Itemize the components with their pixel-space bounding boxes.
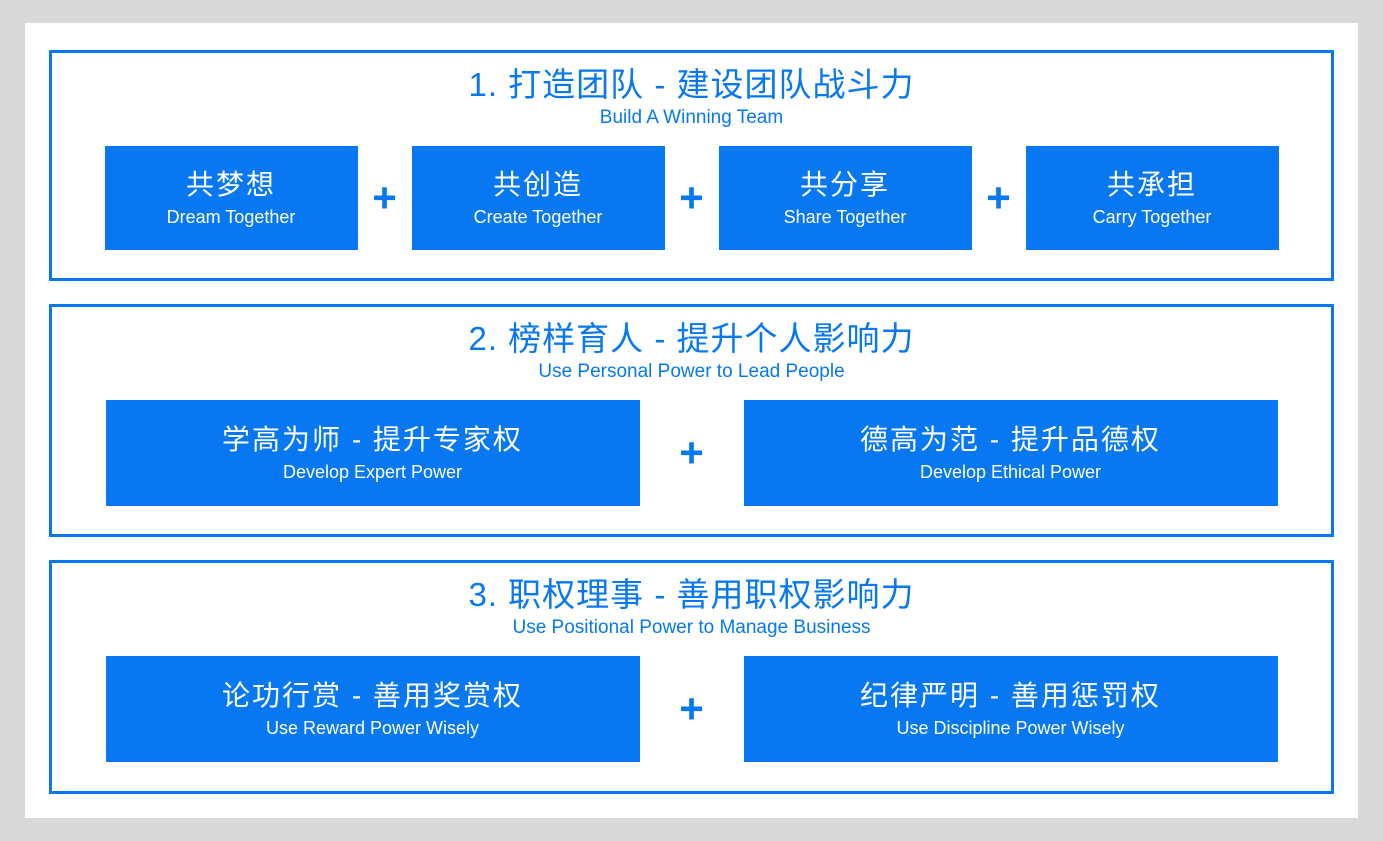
item-box-discipline-power: 纪律严明 - 善用惩罚权 Use Discipline Power Wisely bbox=[743, 655, 1278, 762]
plus-sign: + bbox=[679, 684, 704, 732]
plus-sign: + bbox=[679, 173, 704, 221]
box-title-zh: 共分享 bbox=[799, 169, 890, 201]
box-row: 学高为师 - 提升专家权 Develop Expert Power + 德高为范… bbox=[105, 399, 1278, 506]
plus-sign: + bbox=[986, 173, 1011, 221]
box-title-zh: 德高为范 - 提升品德权 bbox=[860, 424, 1161, 456]
item-box-share-together: 共分享 Share Together bbox=[718, 145, 972, 250]
box-title-zh: 共梦想 bbox=[185, 169, 276, 201]
box-row: 论功行赏 - 善用奖赏权 Use Reward Power Wisely + 纪… bbox=[105, 655, 1278, 762]
box-title-zh: 纪律严明 - 善用惩罚权 bbox=[860, 680, 1161, 712]
box-subtitle-en: Develop Expert Power bbox=[282, 461, 463, 482]
section-subtitle: Use Positional Power to Manage Business bbox=[512, 616, 871, 638]
item-box-ethical-power: 德高为范 - 提升品德权 Develop Ethical Power bbox=[743, 399, 1278, 506]
box-title-zh: 共承担 bbox=[1106, 169, 1197, 201]
item-box-reward-power: 论功行赏 - 善用奖赏权 Use Reward Power Wisely bbox=[105, 655, 640, 762]
box-subtitle-en: Carry Together bbox=[1092, 206, 1212, 227]
box-subtitle-en: Use Discipline Power Wisely bbox=[896, 717, 1125, 738]
plus-sign: + bbox=[372, 173, 397, 221]
item-box-create-together: 共创造 Create Together bbox=[411, 145, 665, 250]
section-subtitle: Build A Winning Team bbox=[599, 106, 784, 128]
box-subtitle-en: Develop Ethical Power bbox=[919, 461, 1102, 482]
item-box-carry-together: 共承担 Carry Together bbox=[1025, 145, 1279, 250]
box-title-zh: 学高为师 - 提升专家权 bbox=[222, 424, 523, 456]
box-title-zh: 论功行赏 - 善用奖赏权 bbox=[222, 680, 523, 712]
section-title: 3. 职权理事 - 善用职权影响力 bbox=[468, 576, 915, 613]
slide-canvas: 1. 打造团队 - 建设团队战斗力 Build A Winning Team 共… bbox=[25, 23, 1358, 818]
box-subtitle-en: Use Reward Power Wisely bbox=[265, 717, 480, 738]
item-box-expert-power: 学高为师 - 提升专家权 Develop Expert Power bbox=[105, 399, 640, 506]
box-subtitle-en: Dream Together bbox=[166, 206, 296, 227]
plus-sign: + bbox=[679, 428, 704, 476]
section-subtitle: Use Personal Power to Lead People bbox=[538, 360, 845, 382]
item-box-dream-together: 共梦想 Dream Together bbox=[104, 145, 358, 250]
section-panel-personal-power: 2. 榜样育人 - 提升个人影响力 Use Personal Power to … bbox=[49, 304, 1334, 537]
box-title-zh: 共创造 bbox=[492, 169, 583, 201]
section-panel-positional-power: 3. 职权理事 - 善用职权影响力 Use Positional Power t… bbox=[49, 560, 1334, 794]
section-panel-build-team: 1. 打造团队 - 建设团队战斗力 Build A Winning Team 共… bbox=[49, 50, 1334, 281]
box-subtitle-en: Share Together bbox=[783, 206, 907, 227]
section-title: 2. 榜样育人 - 提升个人影响力 bbox=[468, 320, 915, 357]
box-row: 共梦想 Dream Together + 共创造 Create Together… bbox=[104, 145, 1279, 250]
section-title: 1. 打造团队 - 建设团队战斗力 bbox=[468, 66, 915, 103]
box-subtitle-en: Create Together bbox=[473, 206, 603, 227]
